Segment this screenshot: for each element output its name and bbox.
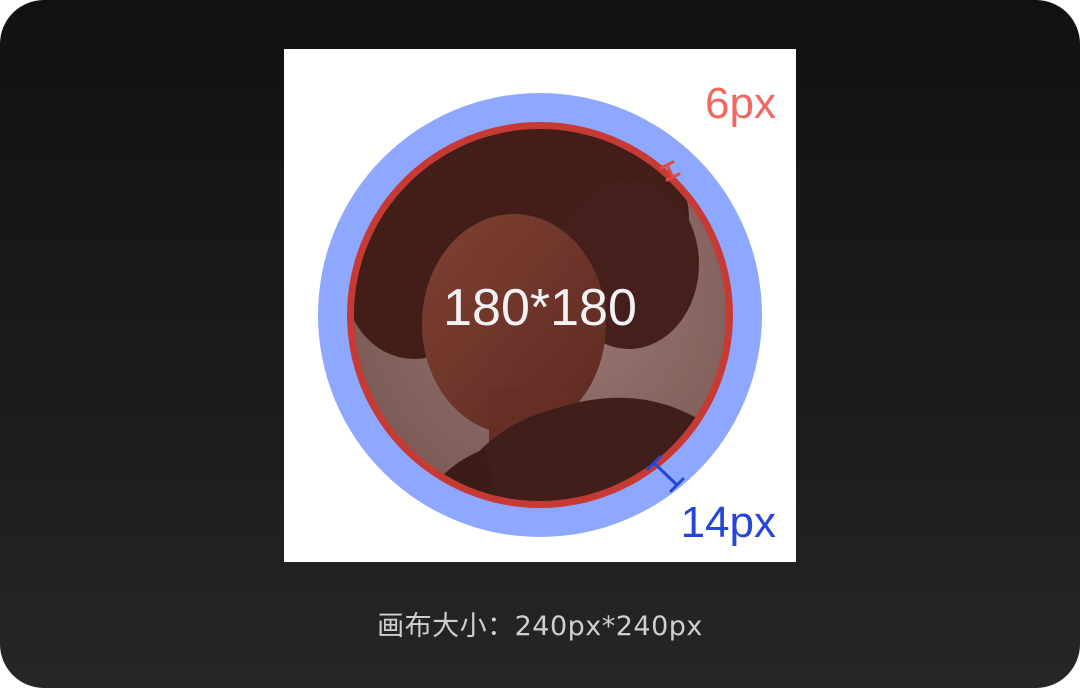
- canvas-size-caption: 画布大小：240px*240px: [377, 611, 703, 642]
- measurement-marker-blue-icon: [646, 455, 685, 493]
- avatar-diagram-svg: 180*180 6px 14px: [318, 79, 776, 547]
- inner-border-label: 6px: [705, 79, 776, 128]
- avatar-canvas: 180*180 6px 14px: [284, 49, 796, 562]
- measurement-marker-red-icon: [659, 160, 681, 182]
- center-size-label: 180*180: [443, 279, 637, 337]
- outer-ring-label: 14px: [681, 498, 776, 547]
